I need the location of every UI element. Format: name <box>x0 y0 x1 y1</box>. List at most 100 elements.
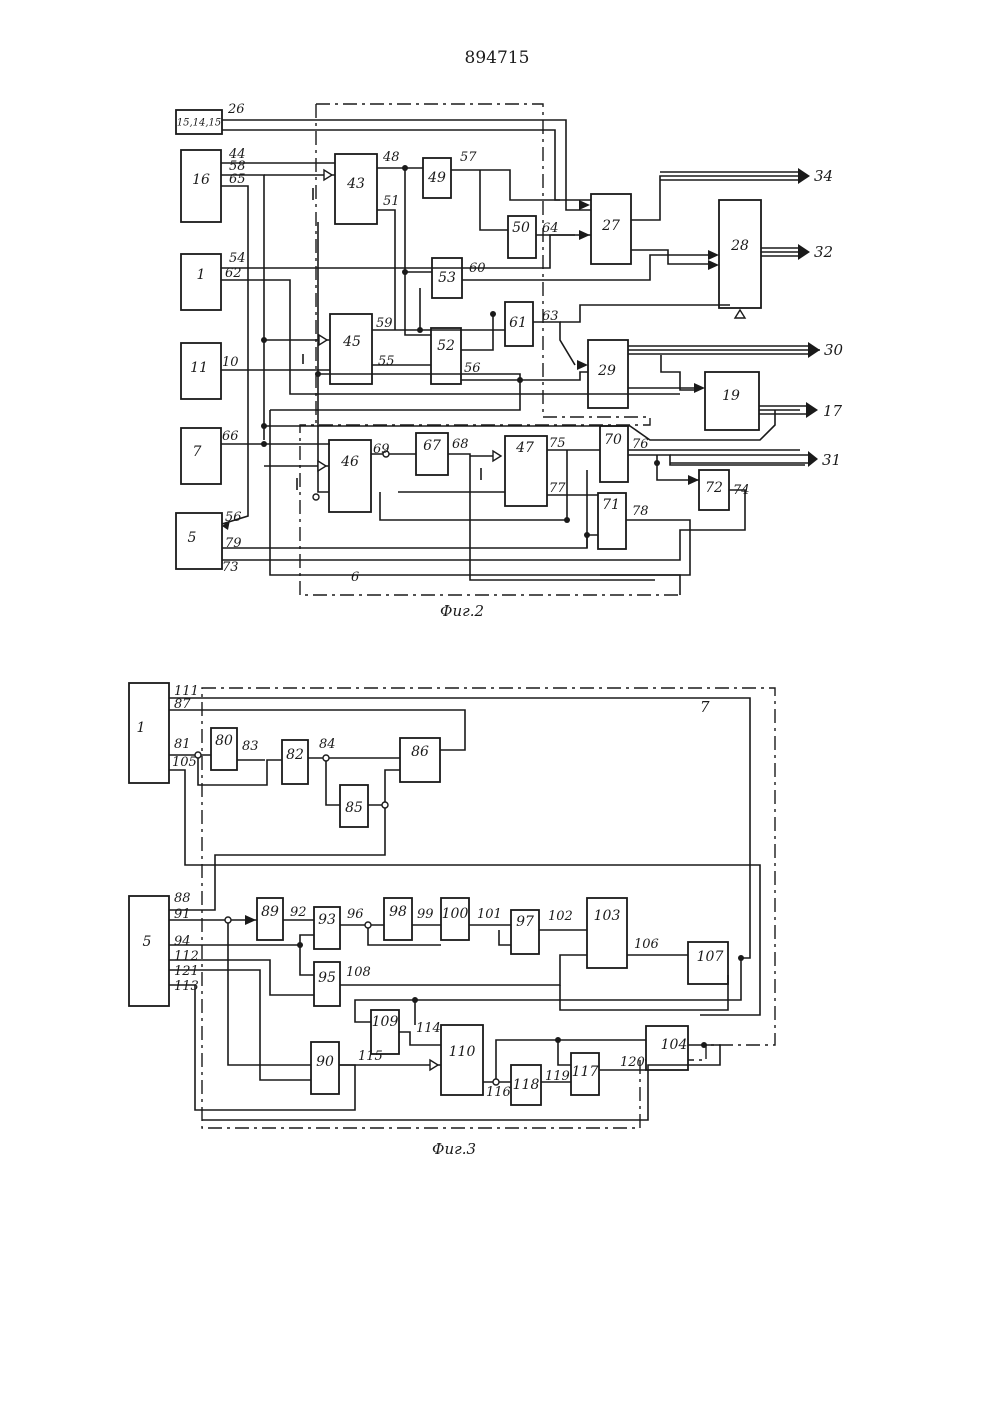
svg-text:112: 112 <box>174 949 199 964</box>
block-label: 90 <box>316 1054 334 1070</box>
svg-text:78: 78 <box>632 504 649 519</box>
block-label: 110 <box>449 1044 476 1060</box>
svg-text:101: 101 <box>477 907 502 922</box>
block-label: 11 <box>190 360 208 376</box>
block-1 <box>129 683 169 783</box>
block-label: 82 <box>286 747 304 763</box>
block-label: 16 <box>192 172 210 188</box>
svg-text:60: 60 <box>469 261 486 276</box>
svg-text:81: 81 <box>174 737 191 752</box>
svg-text:119: 119 <box>545 1069 570 1084</box>
block-label: 100 <box>442 906 469 922</box>
block-label: 19 <box>722 388 740 404</box>
svg-text:57: 57 <box>460 150 477 165</box>
block-label: 95 <box>318 970 336 986</box>
svg-text:91: 91 <box>174 907 191 922</box>
svg-text:73: 73 <box>222 560 239 575</box>
svg-text:56: 56 <box>225 510 242 525</box>
svg-text:68: 68 <box>452 437 469 452</box>
svg-text:6: 6 <box>351 570 359 585</box>
svg-text:69: 69 <box>373 442 390 457</box>
block-label: 50 <box>512 220 530 236</box>
svg-text:75: 75 <box>549 436 566 451</box>
svg-text:65: 65 <box>229 172 246 187</box>
figure-2: 15,14,15 16 1 11 7 5 43 45 46 47 49 50 5… <box>176 102 844 620</box>
block-label: 109 <box>372 1014 399 1030</box>
svg-text:114: 114 <box>416 1021 441 1036</box>
block-110 <box>441 1025 483 1095</box>
svg-text:54: 54 <box>229 251 246 266</box>
svg-text:48: 48 <box>382 150 400 165</box>
svg-text:76: 76 <box>632 437 649 452</box>
block-label: 98 <box>389 904 407 920</box>
block-label: 49 <box>427 170 446 186</box>
block-label: 67 <box>423 438 441 454</box>
svg-text:88: 88 <box>174 891 191 906</box>
block-label: 85 <box>345 800 363 816</box>
svg-text:74: 74 <box>733 483 750 498</box>
block-label: 45 <box>342 334 361 350</box>
block-label: 86 <box>411 744 429 760</box>
figure-2-caption: Фиг.2 <box>440 602 484 620</box>
block-label: 1 <box>137 720 146 736</box>
svg-text:17: 17 <box>823 402 843 420</box>
block-label: 28 <box>730 238 749 254</box>
block-46 <box>329 440 371 512</box>
svg-text:7: 7 <box>700 698 710 716</box>
svg-text:116: 116 <box>486 1085 511 1100</box>
svg-text:63: 63 <box>542 309 559 324</box>
block-5 <box>129 896 169 1006</box>
block-label: 93 <box>318 912 336 928</box>
svg-text:30: 30 <box>824 341 844 359</box>
svg-text:120: 120 <box>620 1055 645 1070</box>
block-label: 5 <box>188 530 197 546</box>
svg-text:59: 59 <box>376 316 393 331</box>
block-label: 52 <box>437 338 455 354</box>
svg-text:92: 92 <box>290 905 307 920</box>
block-label: 61 <box>509 315 527 331</box>
block-label: 43 <box>346 176 365 192</box>
svg-text:108: 108 <box>346 965 371 980</box>
block-label: 97 <box>516 914 534 930</box>
svg-text:51: 51 <box>383 194 400 209</box>
svg-text:115: 115 <box>358 1049 383 1064</box>
block-label: 1 <box>197 267 206 283</box>
svg-text:102: 102 <box>548 909 573 924</box>
block-label: 103 <box>594 908 621 924</box>
svg-text:84: 84 <box>319 737 336 752</box>
block-label: 47 <box>515 440 534 456</box>
patent-number: 894715 <box>465 48 530 68</box>
block-52 <box>431 328 461 384</box>
block-label: 53 <box>438 270 456 286</box>
block-label: 46 <box>340 454 359 470</box>
svg-text:77: 77 <box>549 481 566 496</box>
block-label: 71 <box>602 497 620 513</box>
svg-text:62: 62 <box>225 266 242 281</box>
svg-text:32: 32 <box>814 243 833 261</box>
svg-text:105: 105 <box>172 755 197 770</box>
figure-3: 1 5 80 82 85 86 89 93 95 98 100 97 103 1… <box>129 683 775 1158</box>
block-label: 117 <box>572 1064 599 1080</box>
block-label: 7 <box>193 444 202 460</box>
block-label: 15,14,15 <box>177 118 222 129</box>
svg-text:94: 94 <box>174 934 191 949</box>
svg-text:26: 26 <box>227 102 245 117</box>
block-label: 70 <box>604 432 622 448</box>
svg-text:83: 83 <box>242 739 259 754</box>
figure-3-caption: Фиг.3 <box>432 1140 476 1158</box>
block-label: 72 <box>705 480 723 496</box>
block-label: 107 <box>697 949 724 965</box>
svg-text:99: 99 <box>417 907 434 922</box>
svg-text:96: 96 <box>347 907 364 922</box>
svg-text:121: 121 <box>174 964 199 979</box>
block-label: 5 <box>143 934 152 950</box>
block-28 <box>719 200 761 308</box>
svg-text:31: 31 <box>822 451 841 469</box>
block-label: 118 <box>513 1077 540 1093</box>
svg-text:34: 34 <box>814 167 833 185</box>
svg-text:113: 113 <box>174 979 199 994</box>
block-5 <box>176 513 222 569</box>
svg-text:106: 106 <box>634 937 659 952</box>
